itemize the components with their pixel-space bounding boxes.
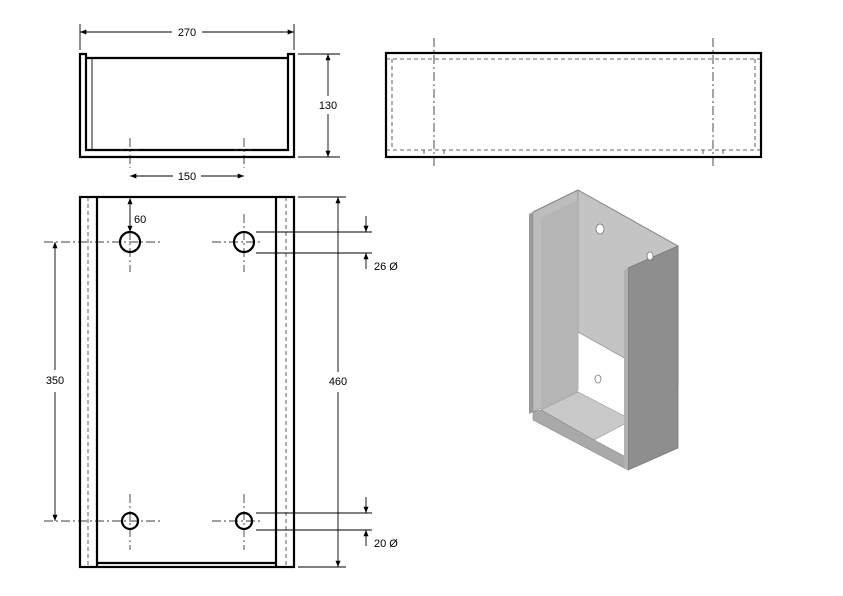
iso-lower-hole — [594, 374, 602, 384]
back-plate-view: 60 350 460 26 Ø — [44, 195, 398, 569]
dim-lower-hole-dia: 20 Ø — [256, 497, 398, 550]
dim-upper-hole-dia: 26 Ø — [256, 216, 398, 273]
dim-label-150: 150 — [178, 171, 196, 183]
iso-upper-hole — [595, 223, 605, 235]
top-view: 270 130 150 — [78, 24, 340, 183]
dim-height-130: 130 — [298, 53, 340, 158]
front-view — [384, 38, 763, 168]
dim-label-350: 350 — [46, 375, 64, 387]
dim-label-26: 26 Ø — [374, 261, 398, 273]
dim-label-460: 460 — [329, 376, 347, 388]
dim-total-460: 460 — [298, 196, 347, 568]
isometric-view — [529, 189, 679, 471]
dim-width-270: 270 — [79, 24, 295, 50]
dim-spacing-150: 150 — [130, 171, 244, 183]
dim-spacing-350: 350 — [46, 242, 64, 521]
dim-top-offset-60: 60 — [127, 198, 146, 232]
dim-label-60: 60 — [134, 214, 146, 226]
dim-label-270: 270 — [178, 27, 196, 39]
iso-upper-hole-right — [646, 251, 654, 261]
dim-label-20: 20 Ø — [374, 538, 398, 550]
dim-label-130: 130 — [319, 100, 337, 112]
